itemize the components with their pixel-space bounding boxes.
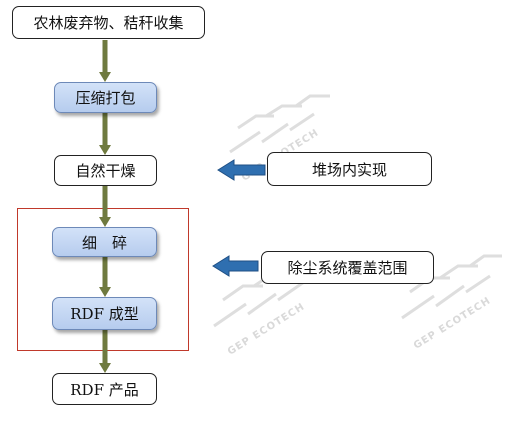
note-storage-label: 堆场内实现 xyxy=(311,160,387,179)
step-form-label: RDF 成型 xyxy=(70,305,139,323)
note-dust-label: 除尘系统覆盖范围 xyxy=(287,259,408,277)
step-compress-label: 压缩打包 xyxy=(75,89,136,107)
step-crush-label: 细 碎 xyxy=(81,233,127,252)
side-arrow-storage xyxy=(217,159,266,181)
step-collect-label: 农林废弃物、秸秆收集 xyxy=(33,14,184,32)
side-arrow-dust xyxy=(212,255,259,277)
step-compress: 压缩打包 xyxy=(54,82,157,113)
step-collect: 农林废弃物、秸秆收集 xyxy=(12,6,205,39)
step-form: RDF 成型 xyxy=(52,297,157,330)
step-dry-label: 自然干燥 xyxy=(75,162,136,180)
step-dry: 自然干燥 xyxy=(54,155,157,186)
step-product-label: RDF 产品 xyxy=(70,380,139,399)
watermark-logo-top xyxy=(229,94,330,154)
step-product: RDF 产品 xyxy=(52,373,157,405)
step-crush: 细 碎 xyxy=(52,227,157,257)
note-dust: 除尘系统覆盖范围 xyxy=(261,251,434,284)
flow-arrowheads xyxy=(99,72,111,373)
note-storage: 堆场内实现 xyxy=(267,152,432,186)
